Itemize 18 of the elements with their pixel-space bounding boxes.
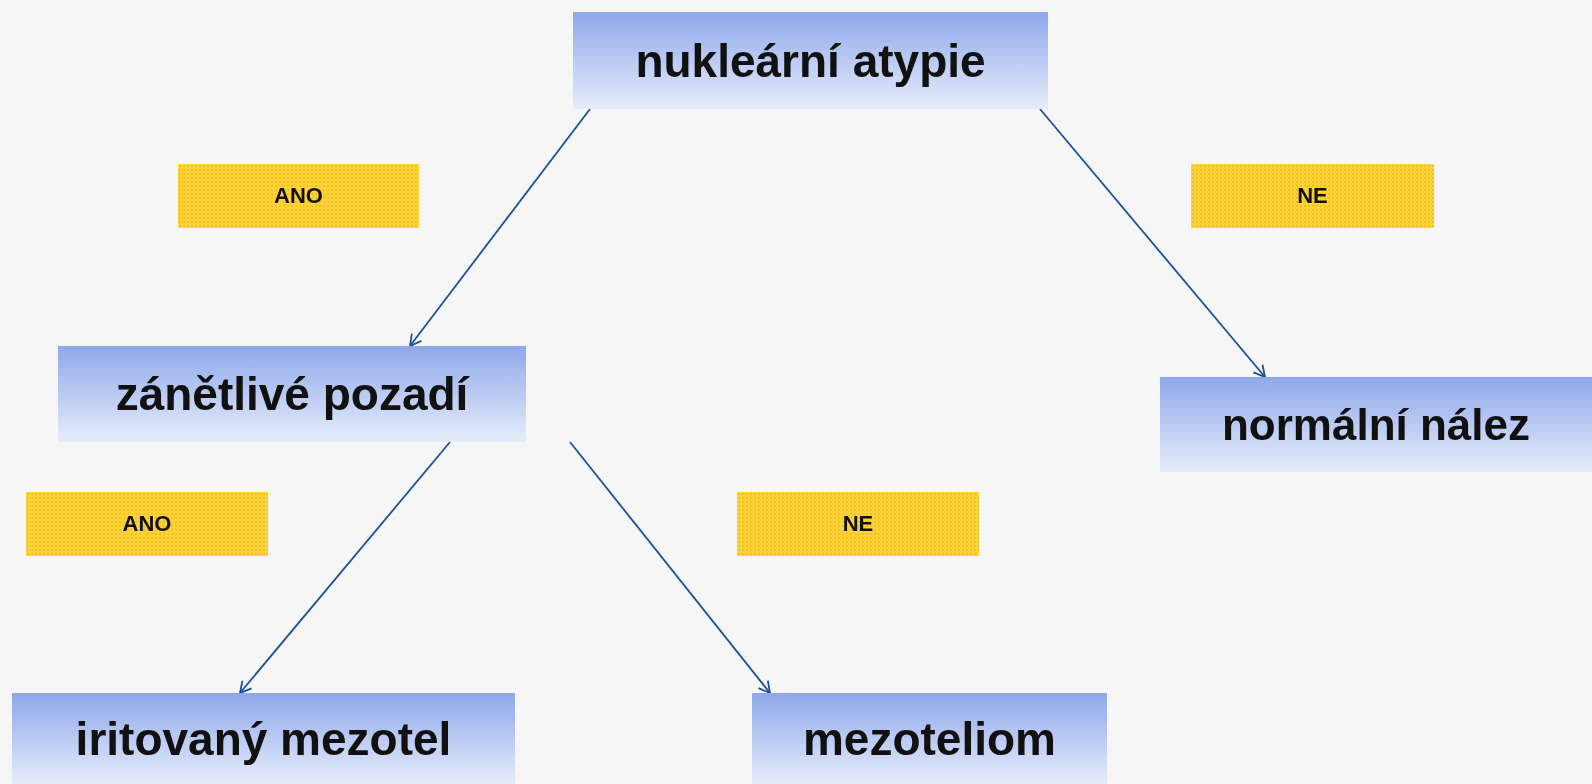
- process-box: [12, 693, 515, 784]
- node-label: nukleární atypie: [635, 33, 986, 88]
- node-label: mezoteliom: [802, 711, 1056, 766]
- answer-tag: NE: [1191, 164, 1434, 228]
- node-label: normální nález: [1221, 399, 1531, 450]
- arrow: [409, 108, 591, 347]
- process-box: [58, 346, 526, 442]
- process-box: [573, 12, 1048, 109]
- answer-tag: ANO: [178, 164, 419, 228]
- answer-tag: NE: [737, 492, 979, 556]
- arrow: [1039, 108, 1266, 378]
- node-label: zánětlivé pozadí: [115, 367, 469, 421]
- process-box: [752, 693, 1107, 784]
- node-label: iritovaný mezotel: [75, 711, 452, 766]
- arrow: [239, 441, 451, 694]
- process-box: [1160, 377, 1592, 472]
- answer-tag: ANO: [26, 492, 268, 556]
- arrow: [569, 441, 771, 694]
